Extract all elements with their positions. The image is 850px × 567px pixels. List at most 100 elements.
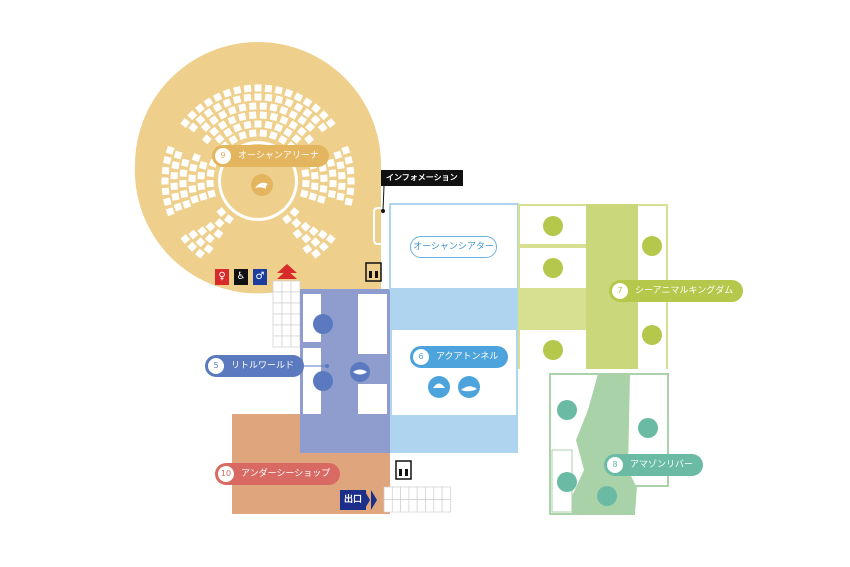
arena-label[interactable]: 9 オーシャンアリーナ: [212, 145, 329, 167]
arena-seat: [264, 93, 273, 102]
arena-seat: [198, 192, 208, 201]
elevator-icon: [365, 262, 382, 282]
arena-seat: [222, 88, 232, 98]
arena-seat: [333, 150, 343, 160]
sea-animal-number: 7: [612, 283, 628, 299]
arena-seat: [179, 169, 188, 178]
capybara-icon: [597, 486, 617, 506]
stair-step: [272, 335, 283, 348]
arena-seat: [311, 248, 321, 259]
arena-seat: [203, 97, 214, 108]
arena-seat: [344, 156, 353, 165]
arena-seat: [283, 127, 293, 138]
arena-seat: [336, 161, 345, 170]
arena-seat: [310, 171, 319, 180]
arena-seat: [188, 229, 199, 240]
arena-seat: [296, 126, 307, 137]
arena-seat: [284, 88, 294, 98]
stair-step: [408, 486, 418, 500]
undersea-shop-label[interactable]: 10 アンダーシーショップ: [215, 463, 341, 485]
arena-seat: [213, 228, 224, 239]
arena-seat: [171, 161, 180, 170]
arena-seat: [327, 189, 336, 199]
arena-seat: [191, 153, 201, 163]
stair-step: [272, 324, 283, 337]
little-world-tank-3: [358, 294, 387, 354]
stair-step: [272, 313, 283, 326]
sea-animal-kingdom-label[interactable]: 7 シーアニマルキングダム: [609, 280, 744, 302]
stair-step: [290, 291, 301, 304]
arena-seat: [173, 202, 183, 212]
little-world-number: 5: [208, 358, 224, 374]
stair-step: [441, 499, 451, 513]
little-world-tank-4: [358, 384, 387, 414]
arena-seat: [161, 166, 170, 175]
arena-seat: [338, 171, 346, 180]
otter-icon: [313, 314, 333, 334]
stair-step: [391, 499, 401, 513]
arena-seat: [269, 112, 279, 122]
arena-seat: [301, 233, 312, 244]
arena-seat: [279, 106, 289, 115]
arena-seat: [254, 93, 262, 101]
stair-step: [383, 499, 393, 513]
arena-seat: [274, 95, 284, 104]
stair-step: [290, 280, 301, 293]
arena-seat: [248, 111, 257, 119]
arena-seat: [188, 185, 197, 193]
arena-seat: [310, 182, 319, 191]
arena-seat: [180, 189, 189, 199]
arena-seat: [291, 133, 302, 144]
undersea-name: アンダーシーショップ: [241, 469, 331, 479]
arena-seat: [299, 189, 309, 199]
arena-seat: [163, 156, 172, 165]
exit-label[interactable]: 出口: [340, 490, 367, 510]
arena-seat: [302, 108, 313, 118]
amazon-number: 8: [607, 457, 623, 473]
arena-seat: [214, 133, 225, 144]
stair-step: [290, 313, 301, 326]
piranha-icon: [557, 400, 577, 420]
information-label[interactable]: インフォメーション: [381, 170, 463, 186]
arena-seat: [302, 179, 310, 188]
arena-seat: [216, 207, 227, 218]
arena-seat: [346, 166, 355, 175]
little-world-label[interactable]: 5 リトルワールド: [205, 355, 305, 377]
frog-icon: [638, 418, 658, 438]
ocean-theater-label[interactable]: オーシャンシアター: [410, 236, 497, 258]
arena-seat: [228, 135, 239, 145]
arena-name: オーシャンアリーナ: [238, 151, 319, 161]
arena-seat: [212, 92, 223, 102]
arena-seat: [318, 241, 329, 252]
arena-seat: [180, 234, 191, 244]
stair-step: [433, 486, 443, 500]
stair-step: [281, 291, 292, 304]
arena-seat: [308, 226, 319, 237]
stair-step: [408, 499, 418, 513]
stair-step: [416, 486, 426, 500]
sea-lion-icon: [543, 258, 563, 278]
arena-seat: [206, 179, 214, 188]
arena-seating: [161, 84, 355, 259]
elevator-icon: [395, 460, 412, 480]
arena-seat: [254, 84, 262, 92]
arena-seat: [170, 171, 178, 180]
arena-seat: [200, 122, 211, 132]
arena-seat: [293, 102, 304, 113]
amazon-river-label[interactable]: 8 アマゾンリバー: [604, 454, 704, 476]
arena-seat: [188, 174, 196, 182]
stair-step: [425, 499, 435, 513]
arena-seat: [214, 218, 225, 229]
jellyfish-shape: [433, 383, 445, 388]
little-world-name: リトルワールド: [231, 361, 295, 371]
arena-seat: [180, 158, 190, 168]
arena-seat: [227, 106, 237, 115]
arena-seat: [209, 126, 220, 137]
arena-seat: [317, 122, 328, 133]
restroom-male-icon: ♂: [253, 269, 267, 285]
turtle-icon: [543, 340, 563, 360]
aqua-tunnel-label[interactable]: 6 アクアトンネル: [410, 346, 509, 368]
arena-seat: [179, 179, 187, 188]
stair-step: [400, 499, 410, 513]
arena-seat: [264, 84, 273, 93]
